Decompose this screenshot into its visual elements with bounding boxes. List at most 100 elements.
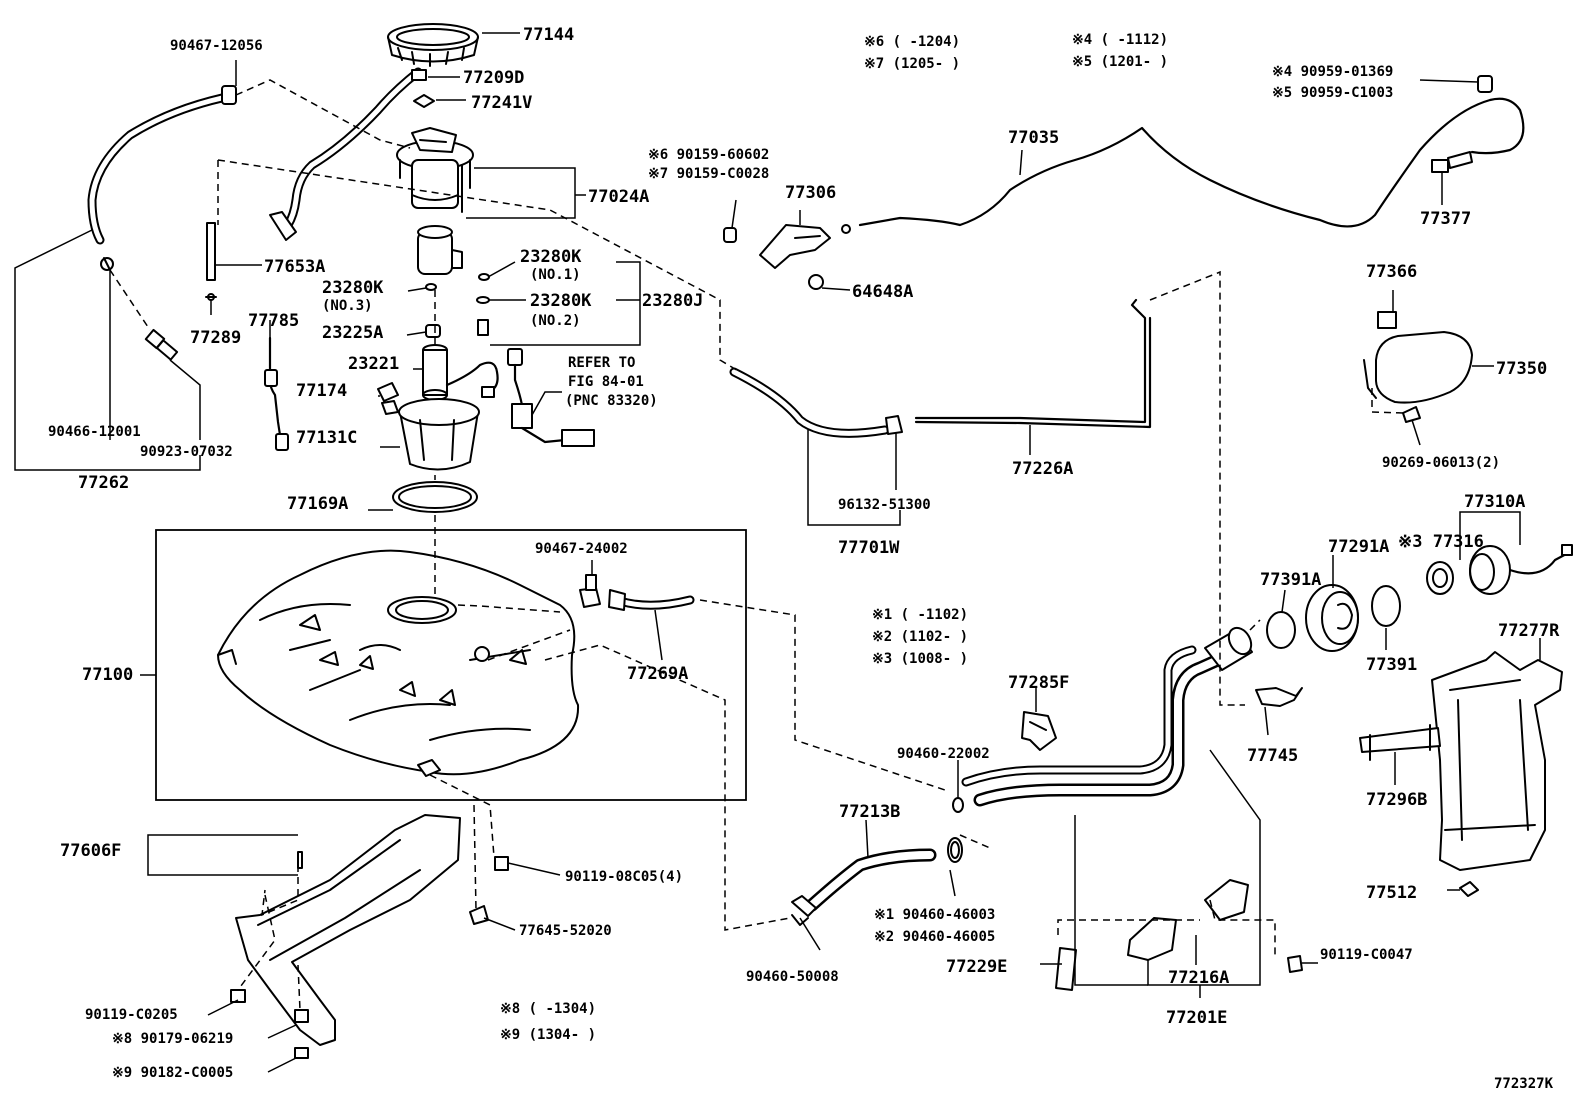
label-77701W: 77701W xyxy=(838,538,900,558)
label-77291A: 77291A xyxy=(1328,537,1389,557)
note-4: ※4 ( -1112) xyxy=(1072,32,1168,48)
label-90460-46003: ※1 90460-46003 xyxy=(874,907,995,923)
label-77169A: 77169A xyxy=(287,494,348,514)
label-23280K-no3: 23280K xyxy=(322,278,384,298)
pin-77289 xyxy=(205,293,217,301)
label-90119-C0047: 90119-C0047 xyxy=(1320,947,1413,963)
pump-housing-77131C xyxy=(398,398,480,471)
label-23225A: 23225A xyxy=(322,323,383,343)
label-77216A: 77216A xyxy=(1168,968,1229,988)
label-23280J: 23280J xyxy=(642,291,703,311)
label-77201E: 77201E xyxy=(1166,1008,1227,1028)
note-9: ※9 (1304- ) xyxy=(500,1027,596,1043)
label-77316: ※3 77316 xyxy=(1398,532,1484,552)
label-77785: 77785 xyxy=(248,311,299,331)
fuel-suction-module-77024A xyxy=(396,127,474,275)
fuel-lid-77350 xyxy=(1363,311,1473,423)
protector-77606F xyxy=(230,814,509,1059)
label-refer-pnc: (PNC 83320) xyxy=(565,393,658,409)
bracket-77296B xyxy=(1359,724,1441,761)
label-77285F: 77285F xyxy=(1008,673,1069,693)
label-23280K-no2: 23280K xyxy=(530,291,592,311)
note-2: ※2 (1102- ) xyxy=(872,629,968,645)
rod-77653A xyxy=(206,222,216,281)
label-23221: 23221 xyxy=(348,354,399,374)
label-90467-24002: 90467-24002 xyxy=(535,541,628,557)
label-90179-06219: ※8 90179-06219 xyxy=(112,1031,233,1047)
label-90467-12056: 90467-12056 xyxy=(170,38,263,54)
label-77377: 77377 xyxy=(1420,209,1471,229)
fuel-tank-77100 xyxy=(217,549,580,777)
gasket-77391 xyxy=(1371,585,1401,627)
lock-ring-77144 xyxy=(387,23,479,67)
label-77391: 77391 xyxy=(1366,655,1417,675)
label-90959-C1003: ※5 90959-C1003 xyxy=(1272,85,1393,101)
label-90460-46005: ※2 90460-46005 xyxy=(874,929,995,945)
label-90959-01369: ※4 90959-01369 xyxy=(1272,64,1393,80)
protector-77277R xyxy=(1431,651,1563,871)
bracket-77285F xyxy=(1021,711,1057,751)
fuel-cap-77291A xyxy=(1305,584,1359,652)
sender-wire-77785 xyxy=(264,336,289,451)
part-labels: 77144 90467-12056 77209D 77241V 77024A 7… xyxy=(48,25,1560,1092)
sender-gauge-83320 xyxy=(507,348,595,447)
label-77289: 77289 xyxy=(190,328,241,348)
label-77366: 77366 xyxy=(1366,262,1417,282)
label-77131C: 77131C xyxy=(296,428,357,448)
label-no3: (NO.3) xyxy=(322,298,373,314)
label-77174: 77174 xyxy=(296,381,347,401)
note-1: ※1 ( -1102) xyxy=(872,607,968,623)
label-77213B: 77213B xyxy=(839,802,900,822)
label-77226A: 77226A xyxy=(1012,459,1073,479)
note-8: ※8 ( -1304) xyxy=(500,1001,596,1017)
label-77277R: 77277R xyxy=(1498,621,1560,641)
label-refer-fig: FIG 84-01 xyxy=(568,374,644,390)
label-77229E: 77229E xyxy=(946,957,1007,977)
gasket-77391A xyxy=(1266,611,1296,649)
label-90460-22002: 90460-22002 xyxy=(897,746,990,762)
breather-tube-77226A xyxy=(729,298,1152,438)
filler-pipe-77201E xyxy=(961,626,1253,807)
label-96132-51300: 96132-51300 xyxy=(838,497,931,513)
label-no2: (NO.2) xyxy=(530,313,581,329)
bracket-77201E xyxy=(1127,879,1249,961)
label-77209D: 77209D xyxy=(463,68,524,88)
label-77306: 77306 xyxy=(785,183,836,203)
note-7: ※7 (1205- ) xyxy=(864,56,960,72)
label-90159-60602: ※6 90159-60602 xyxy=(648,147,769,163)
gasket-77169A xyxy=(392,481,478,513)
bracket-77745 xyxy=(1255,687,1303,707)
label-77391A: 77391A xyxy=(1260,570,1321,590)
hose-77269A xyxy=(579,574,695,611)
label-77310A: 77310A xyxy=(1464,492,1525,512)
label-90460-50008: 90460-50008 xyxy=(746,969,839,985)
clip-77512 xyxy=(1459,881,1479,897)
note-5: ※5 (1201- ) xyxy=(1072,54,1168,70)
diagram-id: 772327K xyxy=(1494,1076,1554,1092)
label-90182-C0005: ※9 90182-C0005 xyxy=(112,1065,233,1081)
label-77269A: 77269A xyxy=(627,664,688,684)
label-90119-08C05: 90119-08C05(4) xyxy=(565,869,683,885)
bolt-90119-C0047 xyxy=(1287,955,1303,973)
leader-lines xyxy=(14,32,1541,1073)
label-77645-52020: 77645-52020 xyxy=(519,923,612,939)
note-3: ※3 (1008- ) xyxy=(872,651,968,667)
clamp-90460-22002 xyxy=(952,797,964,813)
label-77350: 77350 xyxy=(1496,359,1547,379)
label-77606F: 77606F xyxy=(60,841,121,861)
label-90466-12001: 90466-12001 xyxy=(48,424,141,440)
hose-77213B xyxy=(791,837,963,917)
label-77144: 77144 xyxy=(523,25,574,45)
bracket-77174 xyxy=(377,382,399,415)
label-77035: 77035 xyxy=(1008,128,1059,148)
fuel-pump-23221 xyxy=(422,344,499,401)
label-77745: 77745 xyxy=(1247,746,1298,766)
label-77296B: 77296B xyxy=(1366,790,1427,810)
label-77241V: 77241V xyxy=(471,93,532,113)
label-90269-06013: 90269-06013(2) xyxy=(1382,455,1500,471)
label-90159-C0028: ※7 90159-C0028 xyxy=(648,166,769,182)
label-77100: 77100 xyxy=(82,665,133,685)
clamp-77229E xyxy=(1055,947,1077,991)
clip-77241V xyxy=(413,94,435,108)
